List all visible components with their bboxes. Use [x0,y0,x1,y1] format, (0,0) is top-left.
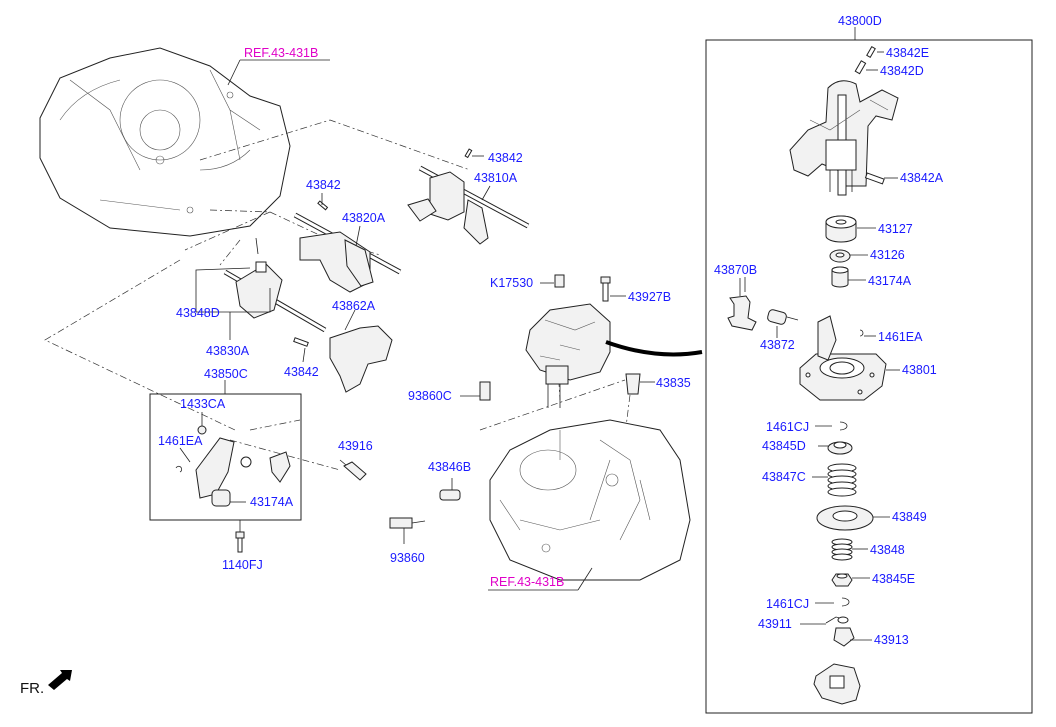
label-43842E: 43842E [886,46,929,60]
label-43842A: 43842A [900,171,944,185]
label-43174A-right: 43174A [868,274,912,288]
label-43845D: 43845D [762,439,806,453]
front-arrow-icon [48,670,72,690]
clip-1461CJ-b [841,597,850,607]
fork-43820A [293,212,402,293]
label-93860C: 93860C [408,389,452,403]
label-43927B: 43927B [628,290,671,304]
fork-43810A [407,165,530,245]
plug-43835 [625,373,655,395]
shift-lever-assembly [789,80,899,196]
label-43820A: 43820A [342,211,386,225]
label-43842-low: 43842 [284,365,319,379]
label-43842D: 43842D [880,64,924,78]
ref-label-top: REF.43-431B [244,46,318,60]
label-1140FJ: 1140FJ [222,558,263,572]
spring-43848 [831,538,853,561]
assembly-box-43800D [705,39,1033,714]
label-1433CA: 1433CA [180,397,226,411]
label-43830A: 43830A [206,344,250,358]
label-43126: 43126 [870,248,905,262]
label-93860: 93860 [390,551,425,565]
bushing-43127 [825,215,857,243]
bolt-43927B [600,276,626,302]
label-43174A-left: 43174A [250,495,294,509]
reference-labels: REF.43-431B REF.43-431B [244,46,564,589]
transmission-case-sketch-top [39,47,291,237]
label-43848: 43848 [870,543,905,557]
seat-43845E [831,573,853,587]
label-43849: 43849 [892,510,927,524]
fork-43830A [223,237,327,333]
label-43835: 43835 [656,376,691,390]
pin-43842E [866,45,876,59]
clip-1461CJ-a [839,421,848,431]
lever-43913 [833,616,855,647]
sensor-K17530 [540,274,565,288]
label-43916: 43916 [338,439,373,453]
label-1461EA-left: 1461EA [158,434,203,448]
bushing-43872 [767,309,787,325]
label-43842-mid: 43842 [306,178,341,192]
assembly-box-43850C [149,393,302,521]
pin-43842D [854,60,867,75]
label-43847C: 43847C [762,470,806,484]
label-1461CJ-b: 1461CJ [766,597,809,611]
bolt-43916 [343,461,367,481]
dish-43849 [816,505,874,531]
lever-assembly-43850C [175,425,291,507]
label-43913: 43913 [874,633,909,647]
label-43845E: 43845E [872,572,915,586]
bushing-43174A-right [831,266,849,288]
sensor-93860C [460,381,491,401]
label-43862A: 43862A [332,299,376,313]
spring-43847C [827,463,857,497]
fork-43862A [329,325,393,393]
ring-43126 [829,249,851,263]
label-K17530: K17530 [490,276,533,290]
pin-43842-mid [317,200,329,211]
shift-cable-housing [525,303,703,408]
clip-1461EA-right [859,329,864,337]
pin-43842A [864,172,885,185]
label-43127: 43127 [878,222,913,236]
ref-label-bottom: REF.43-431B [490,575,564,589]
label-43846B: 43846B [428,460,471,474]
label-43870B: 43870B [714,263,757,277]
leaders-right [744,51,900,641]
sensor-93860 [389,517,426,544]
label-43911: 43911 [758,617,792,631]
label-43850C: 43850C [204,367,248,381]
label-43800D: 43800D [838,14,882,28]
label-43872: 43872 [760,338,795,352]
label-43842-top: 43842 [488,151,523,165]
label-43801: 43801 [902,363,937,377]
seat-43845D [827,441,853,455]
plug-43846B [439,478,461,501]
bottom-bracket [813,663,861,705]
transmission-case-sketch-bottom [489,419,691,581]
part-labels: 43800D 43842E 43842D 43842A 43127 43126 … [158,14,944,647]
bracket-43870B [727,278,757,331]
housing-43801 [799,315,887,401]
bolt-1140FJ [235,531,245,553]
label-1461EA-right: 1461EA [878,330,923,344]
front-orientation-label: FR. [20,680,44,697]
pin-43842-top [464,148,473,159]
label-1461CJ-a: 1461CJ [766,420,809,434]
leaders-left [195,155,491,394]
pin-43842-low [293,337,309,347]
label-43810A: 43810A [474,171,518,185]
label-43848D: 43848D [176,306,220,320]
